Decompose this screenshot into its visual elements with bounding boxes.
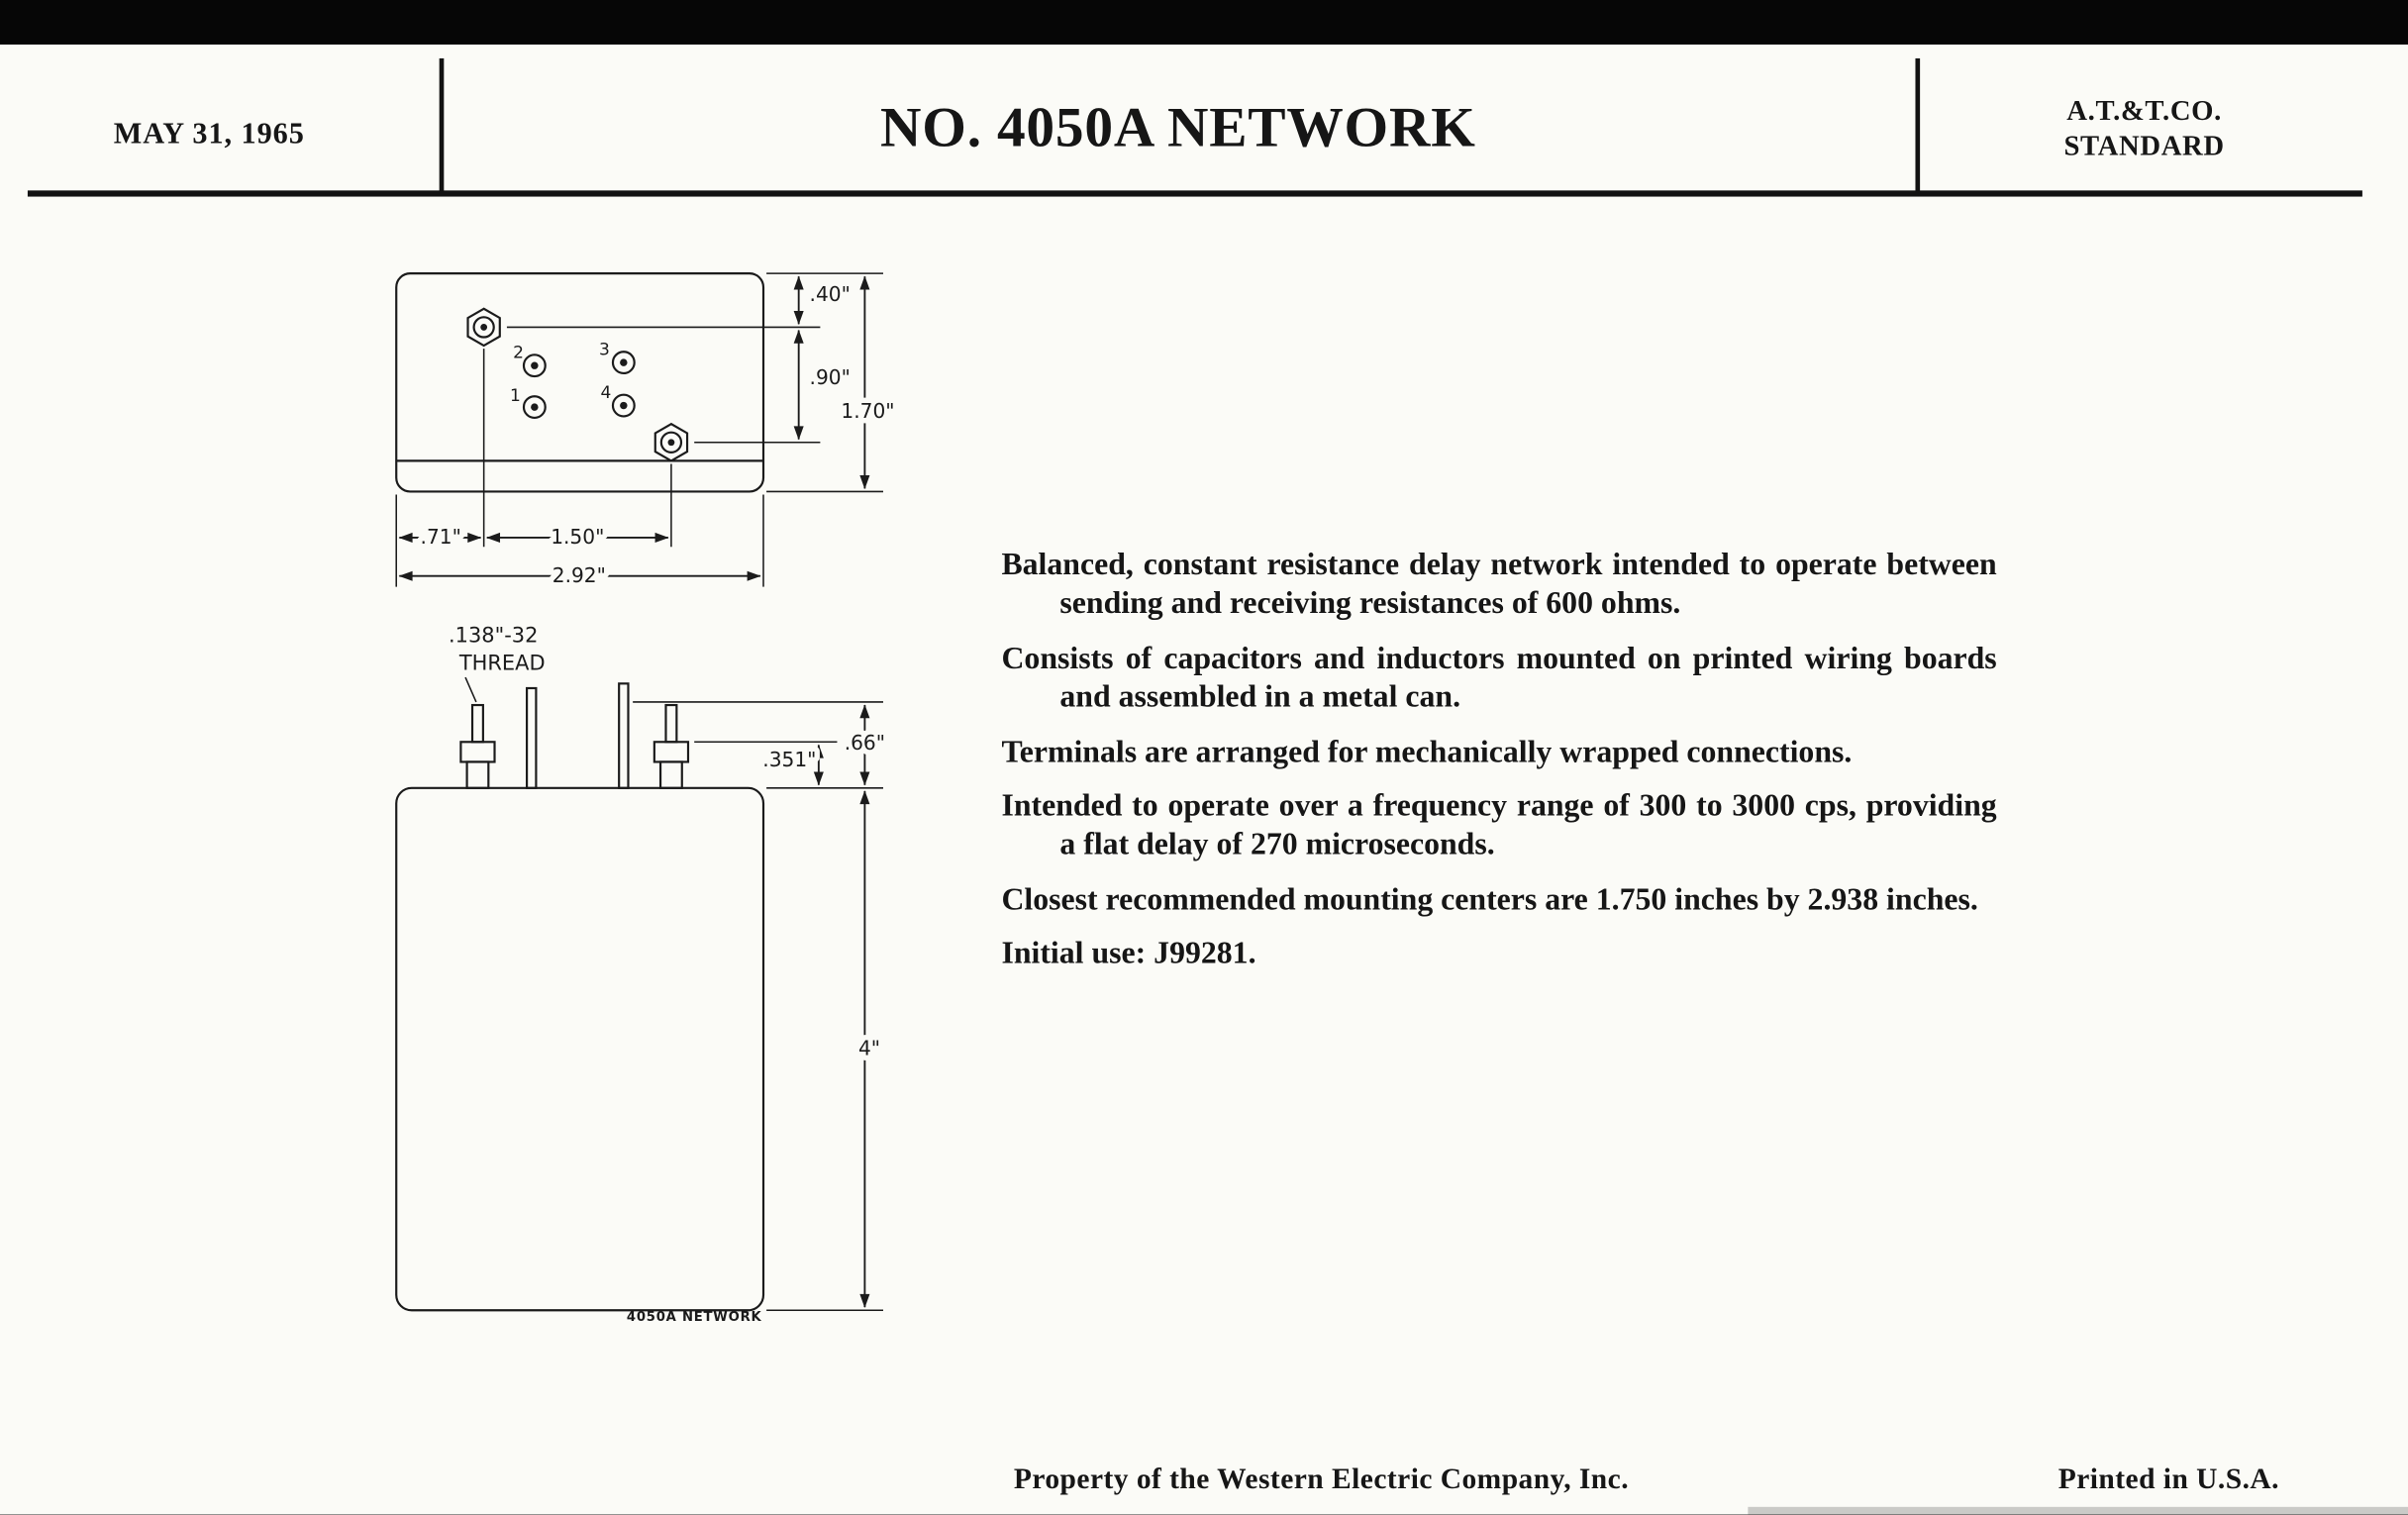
dim-label-150: 1.50" [551,525,604,549]
top-view-drawing: 2 3 1 4 [395,272,900,592]
dimension-lines-top-view [398,275,870,581]
dim-label-040: .40" [810,282,851,306]
description-text: Balanced, constant resistance delay netw… [1001,547,1996,990]
wire-pin-right-icon [618,682,630,789]
standard-line-1: A.T.&T.CO. [2066,96,2222,128]
thread-callout-line2: THREAD [458,651,546,674]
mounting-screw-bottom-right-icon [653,422,689,462]
terminal-number-3: 3 [599,340,610,359]
extension-lines-side-view [633,701,883,1312]
printed-in-label: Printed in U.S.A. [2057,1464,2280,1496]
dim-label-292: 2.92" [552,563,606,587]
standard-label: A.T.&T.CO. STANDARD [1923,95,2365,165]
header-divider-left [439,57,445,194]
dimension-lines-side-view [813,704,870,1308]
dim-label-090: .90" [810,365,851,389]
thread-leader-line [464,676,477,703]
dim-label-071: .71" [421,525,461,549]
technical-drawings: 2 3 1 4 [395,272,900,1325]
terminal-number-4: 4 [601,383,612,403]
property-notice: Property of the Western Electric Company… [1013,1464,1630,1496]
spec-paragraph-2: Consists of capacitors and inductors mou… [1001,642,1997,715]
wire-pin-left-icon [526,686,538,789]
scan-bottom-edge [1748,1506,2408,1515]
screw-terminal-right-icon [652,703,690,789]
dim-label-170: 1.70" [841,399,894,423]
dim-label-351: .351" [762,748,816,771]
thread-callout-line1: .138"-32 [449,623,538,647]
can-outline-top-view [395,272,765,493]
spec-paragraph-4: Intended to operate over a frequency ran… [1001,789,1997,862]
document-date: MAY 31, 1965 [113,118,305,152]
extension-lines-top-view [395,272,883,587]
terminal-number-1: 1 [510,386,521,406]
spec-paragraph-5: Closest recommended mounting centers are… [1001,882,1978,917]
standard-line-2: STANDARD [2063,132,2225,163]
terminal-eyelets [522,351,636,420]
can-outline-side-view [395,786,765,1312]
page-title: NO. 4050A NETWORK [880,96,1476,160]
can-stamp-label: 4050A NETWORK [627,1310,762,1325]
header-divider-right [1915,57,1921,194]
dim-label-066: .66" [845,731,885,755]
mounting-screw-top-left-icon [466,307,501,348]
spec-paragraph-3: Terminals are arranged for mechanically … [1001,735,1853,769]
terminal-number-2: 2 [513,343,524,362]
dim-label-4in: 4" [858,1037,880,1060]
spec-paragraph-6: Initial use: J99281. [1001,937,1256,971]
scan-top-band [0,0,2408,45]
side-view-drawing: .138"-32 THREAD [395,623,890,1325]
header-rule [27,190,2362,197]
spec-paragraph-1: Balanced, constant resistance delay netw… [1001,548,1997,622]
screw-terminal-left-icon [459,703,496,789]
